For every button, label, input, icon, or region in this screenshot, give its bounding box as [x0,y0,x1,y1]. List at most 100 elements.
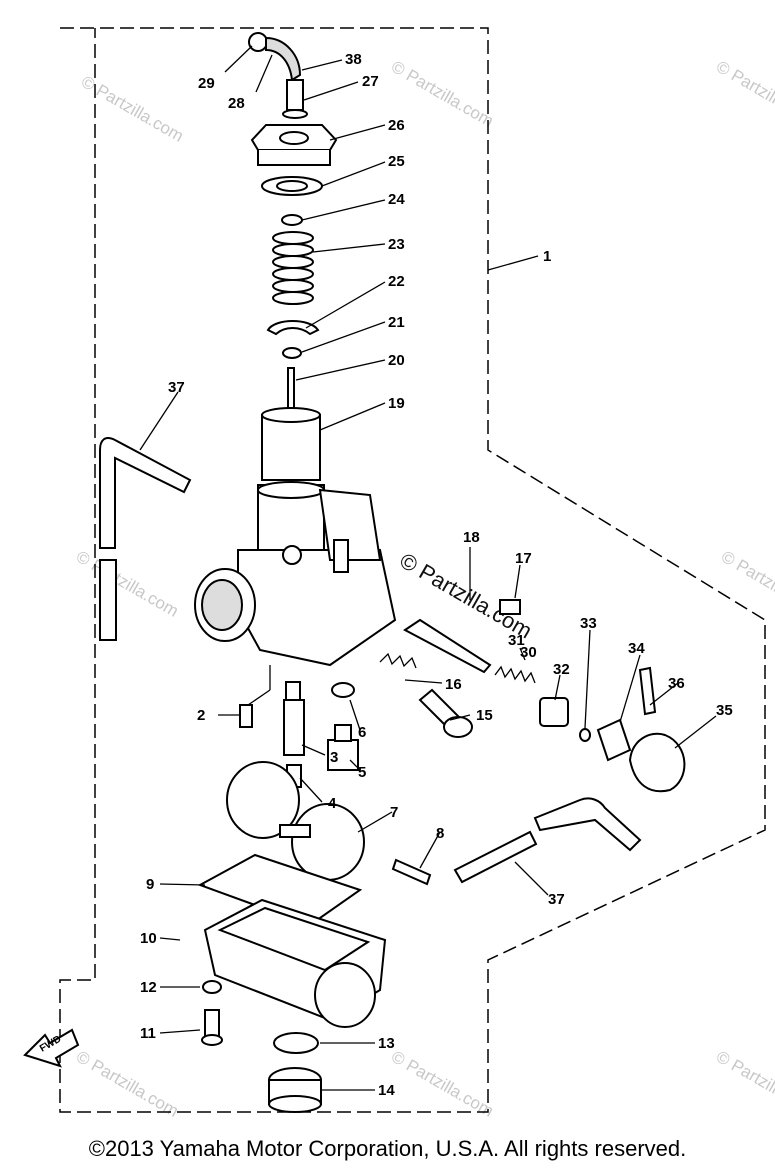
callout-37b: 37 [548,891,565,908]
part-26-hole [279,131,309,145]
part-11-bolt [204,1009,220,1039]
part-19-throttle-valve [261,414,321,481]
part-27-adjuster [286,79,304,111]
watermark: © Partzilla.com [73,547,182,621]
part-32-fitting [539,697,569,727]
top-cap-assembly [248,32,338,481]
callout-12: 12 [140,979,157,996]
part-31-needle [403,618,492,674]
callout-7: 7 [390,804,398,821]
lower-jets [239,681,359,788]
part-17-screw [499,599,521,615]
callout-21: 21 [388,314,405,331]
part-3-needle-jet [283,699,305,756]
part-14-plug-bottom [268,1095,322,1113]
body-intake-bore [201,579,243,631]
callout-2: 2 [197,707,205,724]
part-5-main-jet [327,739,359,771]
part-33-oring [579,728,591,742]
part-2-screw [239,704,253,728]
watermark: © Partzilla.com [388,1047,497,1121]
callout-38: 38 [345,51,362,68]
part-26-skirt [257,150,331,166]
callout-32: 32 [553,661,570,678]
float-bowl-assembly [197,761,432,1113]
fwd-arrow: FWD [23,1028,80,1068]
fwd-arrow-icon [23,1028,80,1068]
part-16-spring [379,652,417,669]
part-37-hose-right-bend [533,797,642,852]
callout-24: 24 [388,191,405,208]
callout-23: 23 [388,236,405,253]
callout-19: 19 [388,395,405,412]
part-36-pin [638,666,657,716]
callout-29: 29 [198,75,215,92]
callout-22: 22 [388,273,405,290]
callout-34: 34 [628,640,645,657]
callout-31: 31 [508,632,525,649]
watermark: © Partzilla.com [718,547,775,621]
copyright-notice: ©2013 Yamaha Motor Corporation, U.S.A. A… [88,1136,687,1161]
part-25-gasket-hole [276,180,308,192]
part-8-pin [391,858,432,886]
part-7-float-left [226,761,300,839]
callout-37a: 37 [168,379,185,396]
callout-10: 10 [140,930,157,947]
right-components [379,599,686,793]
callout-5: 5 [358,764,366,781]
callout-9: 9 [146,876,154,893]
leader-lines [139,45,717,1091]
overflow-hoses [99,437,642,884]
callout-26: 26 [388,117,405,134]
part-37-hose-left [99,437,192,549]
callout-35: 35 [716,702,733,719]
part-7-float-right [291,803,365,881]
body-nipple [333,539,349,573]
callout-28: 28 [228,95,245,112]
part-10-bowl-drain [314,962,376,1028]
callout-33: 33 [580,615,597,632]
callout-36: 36 [668,675,685,692]
part-7-float-bridge [279,824,311,838]
callout-30: 30 [520,644,537,661]
body-float-chamber-top [318,488,382,561]
callout-11: 11 [140,1025,156,1042]
callout-17: 17 [515,550,532,567]
callout-1: 1 [543,248,551,265]
part-35-cover [628,732,686,793]
part-23-spring [272,231,314,305]
body-main [237,549,397,667]
part-12-washer [202,980,222,994]
callout-6: 6 [358,724,366,741]
part-22-retainer [266,320,320,336]
part-34-cap [596,718,632,762]
callout-20: 20 [388,352,405,369]
watermarks: © Partzilla.com © Partzilla.com © Partzi… [73,57,775,1121]
part-37-hose-left-lower [99,559,117,641]
part-5-main-jet-head [334,724,352,742]
callout-8: 8 [436,825,444,842]
watermark: © Partzilla.com [73,1047,182,1121]
body-tower-rim [257,481,325,499]
part-29-cap [248,32,268,52]
callout-16: 16 [445,676,462,693]
body-boss [282,545,302,565]
callouts: 29 28 38 27 26 25 24 23 22 21 20 19 1 37… [140,51,733,1099]
part-24-clip [281,214,303,226]
part-15-head [443,716,473,738]
part-27-washer [282,109,308,119]
part-21-clip [282,347,302,359]
callout-25: 25 [388,153,405,170]
carburetor-body [194,481,397,667]
part-38-elbow [265,36,302,82]
part-37-hose-right [453,830,538,884]
part-10-bowl-rim [217,906,371,972]
callout-18: 18 [463,529,480,546]
callout-15: 15 [476,707,493,724]
callout-13: 13 [378,1035,395,1052]
part-13-oring [273,1032,319,1054]
callout-27: 27 [362,73,379,90]
part-30-spring [494,665,536,684]
callout-14: 14 [378,1082,395,1099]
